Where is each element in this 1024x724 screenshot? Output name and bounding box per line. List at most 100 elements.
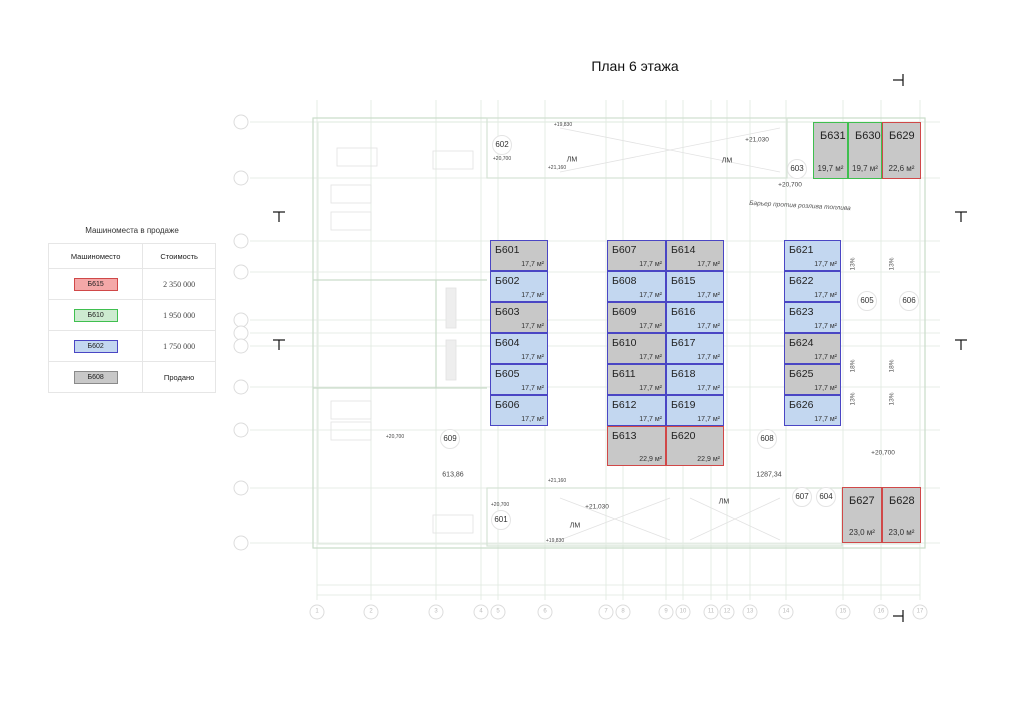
space-id: Б628: [889, 495, 915, 507]
elevation-label: +21,160: [547, 478, 567, 484]
space-id: Б603: [495, 306, 520, 318]
space-id: Б630: [855, 130, 881, 142]
ramp-label: ЛМ: [718, 498, 730, 506]
price-legend: Машиноместа в продаже Машиноместо Стоимо…: [47, 226, 216, 393]
axis-marker: [233, 264, 249, 280]
space-id: Б604: [495, 337, 520, 349]
space-area: 17,7 м²: [521, 385, 544, 392]
room-number: 602: [492, 135, 512, 155]
axis-marker: 1: [309, 604, 325, 620]
legend-swatch: Б608: [73, 370, 118, 384]
axis-marker: 10: [675, 604, 691, 620]
elevation-label: +20,700: [871, 449, 895, 457]
space-id: Б613: [612, 430, 637, 442]
parking-space[interactable]: Б628 23,0 м²: [882, 487, 921, 543]
space-area: 22,9 м²: [697, 456, 720, 463]
space-area: 17,7 м²: [814, 354, 837, 361]
space-id: Б626: [789, 399, 814, 411]
axis-marker: 5: [490, 604, 506, 620]
legend-swatch: Б602: [73, 339, 118, 353]
axis-marker: 8: [615, 604, 631, 620]
elevation-label: +19,830: [553, 122, 573, 128]
space-area: 23,0 м²: [888, 528, 915, 537]
legend-swatch: Б610: [73, 308, 118, 322]
axis-marker: 2: [363, 604, 379, 620]
legend-row: Б615 2 350 000: [47, 268, 216, 300]
space-area: 17,7 м²: [814, 416, 837, 423]
space-area: 17,7 м²: [639, 385, 662, 392]
page-title: План 6 этажа: [591, 58, 679, 74]
space-id: Б612: [612, 399, 637, 411]
legend-swatch: Б615: [73, 277, 118, 291]
space-id: Б611: [612, 368, 636, 380]
elevation-label: +20,700: [778, 181, 802, 189]
space-area: 17,7 м²: [697, 385, 720, 392]
axis-marker: 14: [778, 604, 794, 620]
axis-marker: 3: [428, 604, 444, 620]
space-area: 17,7 м²: [521, 354, 544, 361]
space-id: Б623: [789, 306, 814, 318]
space-area: 17,7 м²: [639, 292, 662, 299]
space-area: 22,6 м²: [888, 164, 915, 173]
ramp-label: ЛМ: [569, 522, 581, 530]
slope-label: 13%: [849, 392, 857, 406]
space-id: Б615: [671, 275, 696, 287]
space-area: 17,7 м²: [697, 261, 720, 268]
space-area: 17,7 м²: [697, 354, 720, 361]
axis-marker: 7: [598, 604, 614, 620]
area-label: 1287,34: [756, 471, 782, 479]
axis-marker: 13: [742, 604, 758, 620]
space-area: 17,7 м²: [814, 385, 837, 392]
room-number: 601: [491, 510, 511, 530]
legend-price: 2 350 000: [142, 268, 216, 300]
space-area: 17,7 м²: [521, 323, 544, 330]
space-area: 17,7 м²: [521, 292, 544, 299]
parking-space[interactable]: Б620 22,9 м²: [666, 426, 724, 466]
furniture-outlines: [330, 127, 781, 541]
room-number: 607: [792, 487, 812, 507]
elevation-label: +21,030: [585, 503, 609, 511]
room-number: 608: [757, 429, 777, 449]
legend-title: Машиноместа в продаже: [85, 226, 179, 235]
legend-price: 1 950 000: [142, 299, 216, 331]
legend-row: Б602 1 750 000: [47, 330, 216, 362]
elevation-label: +21,160: [547, 165, 567, 171]
space-id: Б620: [671, 430, 696, 442]
slope-label: 18%: [888, 359, 896, 373]
axis-marker: [233, 114, 249, 130]
space-id: Б618: [671, 368, 696, 380]
axis-marker: [233, 338, 249, 354]
space-id: Б608: [612, 275, 637, 287]
axis-marker: 4: [473, 604, 489, 620]
space-area: 17,7 м²: [521, 261, 544, 268]
